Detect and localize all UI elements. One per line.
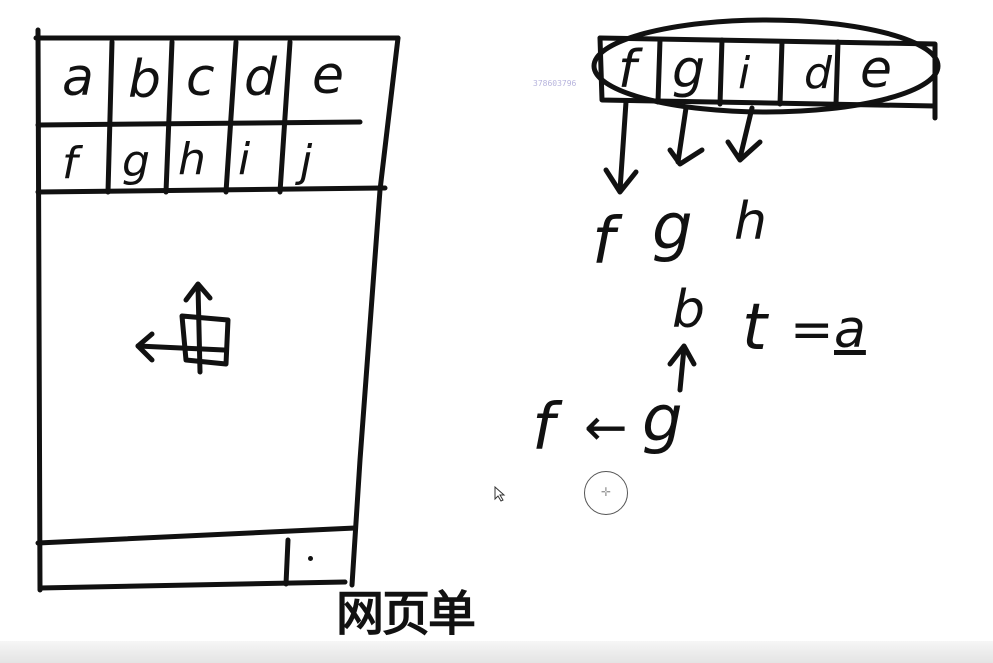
- crosshair-cursor-icon: ✛: [584, 471, 628, 515]
- grid-cell-j[interactable]: j: [300, 136, 313, 187]
- strip-cell-e[interactable]: e: [860, 40, 892, 100]
- grid-cell-g[interactable]: g: [122, 136, 150, 187]
- strip-cell-d[interactable]: d: [804, 48, 832, 99]
- move-cross-icon: [135, 281, 231, 375]
- swap-label-b: b: [672, 280, 706, 340]
- pointer-cursor-icon: [494, 486, 506, 502]
- assign-val: a: [834, 300, 866, 360]
- caption-text: 网页单: [336, 586, 476, 642]
- grid-cell-d[interactable]: d: [244, 48, 278, 108]
- bottom-strip: [0, 641, 993, 663]
- strip-cell-i[interactable]: i: [738, 48, 751, 99]
- grid-cell-f[interactable]: f: [62, 138, 78, 189]
- watermark-text: 378603796: [533, 79, 577, 88]
- strip-cell-g[interactable]: g: [672, 40, 706, 100]
- move-expr-left: f: [532, 391, 555, 465]
- assign-eq: =: [790, 300, 834, 360]
- bottom-dot: [308, 556, 313, 561]
- grid-cell-a[interactable]: a: [62, 48, 94, 108]
- grid-cell-b[interactable]: b: [128, 50, 162, 110]
- move-expr-right: g: [642, 383, 683, 457]
- assign-var: t: [742, 291, 768, 365]
- result-g: g: [652, 191, 693, 265]
- grid-cell-e[interactable]: e: [312, 46, 344, 106]
- move-expr-arrow: ←: [584, 398, 628, 458]
- grid-cell-c[interactable]: c: [186, 48, 215, 108]
- result-h: h: [734, 192, 767, 252]
- strip-cell-f[interactable]: f: [618, 40, 637, 100]
- result-f: f: [592, 205, 615, 279]
- grid-cell-h[interactable]: h: [178, 134, 206, 185]
- grid-cell-i[interactable]: i: [238, 134, 251, 185]
